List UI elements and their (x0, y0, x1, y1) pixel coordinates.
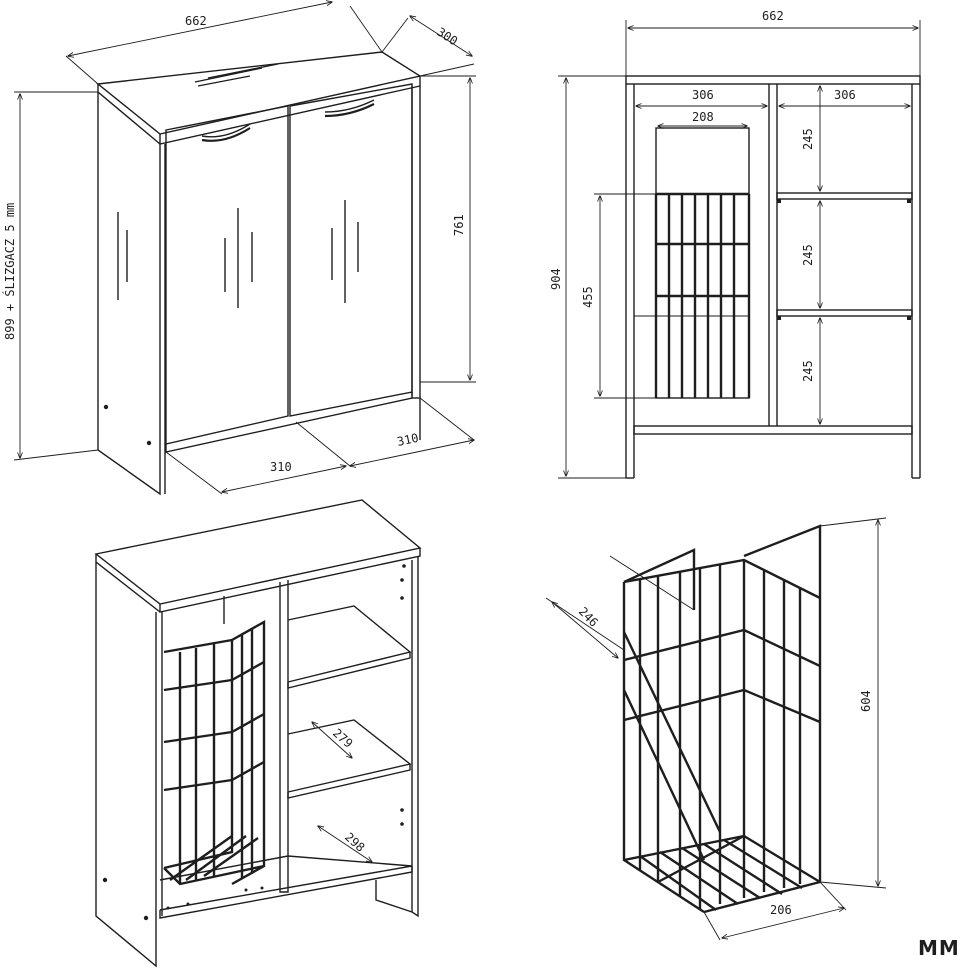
shelf-1-height-label: 245 (801, 128, 815, 150)
basket-width-label: 208 (692, 110, 714, 124)
open-cabinet-view: 279 298 (94, 499, 422, 968)
basket-height-label: 455 (581, 286, 595, 308)
front-width-label: 662 (762, 9, 784, 23)
iso-depth-label: 300 (434, 25, 460, 49)
basket-height-604-label: 604 (859, 690, 873, 712)
shelf-depth-label: 279 (330, 726, 355, 751)
front-height-label: 904 (549, 268, 563, 290)
wire-basket-view: 246 604 206 (545, 517, 887, 941)
right-compartment-label: 306 (834, 88, 856, 102)
iso-width-label: 662 (185, 14, 207, 28)
iso-inner-height-label: 761 (452, 214, 466, 236)
brand-logo: MM (918, 936, 960, 960)
closed-cabinet-view: 662 300 899 + ŚLIZGACZ 5 mm 761 310 310 (2, 2, 476, 496)
shelf-2-height-label: 245 (801, 244, 815, 266)
iso-door-width-label: 310 (270, 460, 292, 474)
cabinet-basket (163, 619, 266, 886)
basket-width-206-label: 206 (770, 903, 792, 917)
shelf-3-height-label: 245 (801, 360, 815, 382)
iso-door-width-right-label: 310 (396, 431, 420, 449)
bottom-depth-label: 298 (342, 830, 367, 855)
left-compartment-label: 306 (692, 88, 714, 102)
front-elevation-view: 662 904 306 306 208 455 245 245 245 (549, 9, 921, 479)
iso-height-label: 899 + ŚLIZGACZ 5 mm (2, 203, 17, 340)
